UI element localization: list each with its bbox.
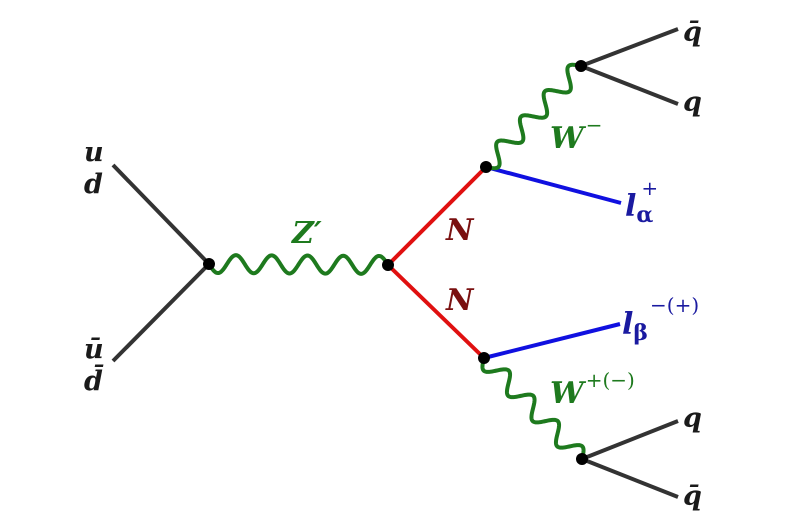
outgoing-quark-line-upper-1 <box>580 27 679 68</box>
label-quark-u: u <box>84 137 104 168</box>
label-heavy-neutrino-upper: N <box>445 213 475 248</box>
label-out-upper-antiquark: q̄ <box>683 17 702 48</box>
lepton-line-lower <box>483 322 621 360</box>
label-out-lower-quark: q <box>683 403 702 434</box>
label-w-lower-base: W <box>550 376 587 411</box>
incoming-quark-line-top <box>111 163 211 266</box>
label-zprime: Z′ <box>291 216 322 251</box>
vertex-production <box>203 258 215 270</box>
label-lepton-lower: lβ−(+) <box>622 293 699 346</box>
vertex-w-lower <box>576 453 588 465</box>
label-antiquark-ubar: ū <box>84 334 104 365</box>
label-heavy-neutrino-lower: N <box>445 283 475 318</box>
outgoing-quark-line-lower-2 <box>581 457 679 499</box>
label-lepton-lower-charge: −(+) <box>650 293 699 317</box>
lepton-line-upper <box>485 165 622 205</box>
vertex-zprime-decay <box>382 259 394 271</box>
w-boson-line-lower <box>480 357 586 460</box>
vertex-n-lower <box>478 352 490 364</box>
heavy-neutrino-line-upper <box>386 165 488 267</box>
label-lepton-upper-flavor: α <box>636 202 653 228</box>
outgoing-quark-line-upper-2 <box>580 64 679 106</box>
vertex-n-upper <box>480 161 492 173</box>
label-quark-d: d <box>84 169 103 200</box>
label-w-upper-charge: − <box>586 113 603 137</box>
zprime-boson-line <box>207 253 390 276</box>
w-boson-line-upper <box>485 62 582 171</box>
incoming-quark-line-bottom <box>111 262 211 363</box>
label-out-lower-antiquark: q̄ <box>683 481 702 512</box>
heavy-neutrino-line-lower <box>386 263 486 360</box>
label-antiquark-dbar: d̄ <box>84 363 104 397</box>
label-lepton-lower-base: l <box>622 307 633 342</box>
label-lepton-upper-charge: + <box>641 176 658 200</box>
label-w-upper-base: W <box>550 121 587 156</box>
vertex-w-upper <box>575 60 587 72</box>
label-lepton-upper: lα+ <box>625 176 658 228</box>
label-out-upper-quark: q <box>683 87 702 118</box>
label-w-lower-charge: +(−) <box>586 368 635 392</box>
label-lepton-upper-base: l <box>625 189 636 224</box>
label-lepton-lower-flavor: β <box>633 320 648 346</box>
outgoing-quark-line-lower-1 <box>581 419 679 461</box>
label-w-lower: W+(−) <box>550 368 635 411</box>
label-w-upper: W− <box>550 113 602 156</box>
